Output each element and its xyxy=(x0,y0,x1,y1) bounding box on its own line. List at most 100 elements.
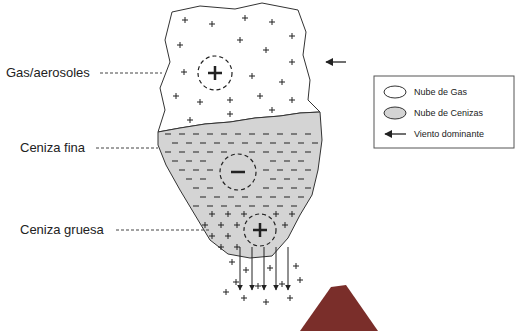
positive-charge xyxy=(233,279,239,285)
negative-charge xyxy=(193,206,199,207)
negative-charge xyxy=(263,188,269,189)
charge-center-sign xyxy=(253,223,267,237)
legend-arrow-sample xyxy=(385,133,406,134)
legend-box xyxy=(374,76,514,148)
positive-charge xyxy=(273,211,279,217)
positive-charge xyxy=(289,97,295,103)
positive-charge xyxy=(209,211,215,217)
positive-charge xyxy=(209,21,215,27)
positive-charge xyxy=(289,211,295,217)
negative-charge xyxy=(179,170,185,171)
positive-charge xyxy=(269,107,275,113)
volcano xyxy=(300,285,378,331)
negative-charge xyxy=(200,161,206,162)
negative-charge xyxy=(270,143,276,144)
gas-cloud xyxy=(158,3,320,132)
charge-center xyxy=(220,154,256,190)
positive-charge xyxy=(289,33,295,39)
leader-lines xyxy=(96,73,210,230)
positive-charge xyxy=(269,19,275,25)
charge-center-sign xyxy=(208,66,222,80)
negative-charge xyxy=(200,197,206,198)
negative-charge xyxy=(200,179,206,180)
negative-charge xyxy=(214,143,220,144)
positive-charge xyxy=(173,93,179,99)
negative-charge xyxy=(305,188,311,189)
negative-charge xyxy=(207,134,213,135)
negative-charge xyxy=(214,197,220,198)
positive-charge xyxy=(227,111,233,117)
negative-charge xyxy=(221,152,227,153)
fallout-arrow xyxy=(276,247,277,290)
positive-charge xyxy=(287,295,293,301)
positive-charge xyxy=(209,233,215,239)
positive-charge xyxy=(177,42,183,48)
negative-charge xyxy=(228,197,234,198)
negative-charge xyxy=(228,143,234,144)
negative-charge xyxy=(256,197,262,198)
positive-charge xyxy=(293,263,299,269)
positive-charge xyxy=(241,295,247,301)
positive-charge xyxy=(187,117,193,123)
positive-charge xyxy=(234,244,240,250)
negative-charge xyxy=(221,134,227,135)
positive-charge xyxy=(297,277,303,283)
positive-charge xyxy=(241,211,247,217)
negative-charge xyxy=(207,152,213,153)
positive-charge xyxy=(218,244,224,250)
positive-charge xyxy=(202,222,208,228)
negative-charge xyxy=(179,152,185,153)
negative-charge xyxy=(256,143,262,144)
layer-label: Ceniza gruesa xyxy=(20,223,104,237)
ash-cloud xyxy=(158,112,322,258)
positive-charge xyxy=(263,47,269,53)
negative-charge xyxy=(165,134,171,135)
negative-charge xyxy=(235,206,241,207)
positive-charge xyxy=(197,99,203,105)
negative-charge xyxy=(284,197,290,198)
negative-charge xyxy=(263,134,269,135)
negative-charge xyxy=(186,143,192,144)
negative-charge xyxy=(249,152,255,153)
leader-line xyxy=(96,148,158,149)
negative-charge xyxy=(291,206,297,207)
negative-charge xyxy=(207,206,213,207)
negative-charge xyxy=(186,161,192,162)
negative-charge xyxy=(277,170,283,171)
charge-center xyxy=(244,214,276,246)
positive-charge xyxy=(263,299,269,305)
positive-charge xyxy=(289,59,295,65)
positive-charge xyxy=(279,281,285,287)
layer-label: Gas/aerosoles xyxy=(6,66,90,80)
negative-charge xyxy=(179,134,185,135)
fallout-arrow xyxy=(264,247,265,290)
legend-swatch xyxy=(384,86,406,98)
positive-charge xyxy=(229,259,235,265)
negative-charge xyxy=(263,152,269,153)
negative-charge xyxy=(249,134,255,135)
legend-text: Nube de Cenizas xyxy=(414,108,483,118)
negative-charge xyxy=(298,197,304,198)
positive-charge xyxy=(255,283,261,289)
negative-charge xyxy=(263,206,269,207)
negative-charge xyxy=(172,143,178,144)
charge-signs xyxy=(165,15,318,305)
negative-charge xyxy=(207,188,213,189)
negative-charge xyxy=(172,161,178,162)
negative-charge xyxy=(242,143,248,144)
negative-charge xyxy=(165,152,171,153)
positive-charge xyxy=(225,233,231,239)
negative-charge xyxy=(291,152,297,153)
negative-charge xyxy=(312,143,318,144)
negative-charge xyxy=(277,206,283,207)
legend-text: Viento dominante xyxy=(414,129,484,139)
positive-charge xyxy=(257,93,263,99)
negative-charge xyxy=(235,134,241,135)
leader-line xyxy=(100,73,162,74)
positive-charge xyxy=(267,265,273,271)
negative-charge xyxy=(221,206,227,207)
negative-charge xyxy=(284,179,290,180)
positive-charge xyxy=(182,17,188,23)
legend-swatch xyxy=(384,107,406,119)
negative-charge xyxy=(284,143,290,144)
